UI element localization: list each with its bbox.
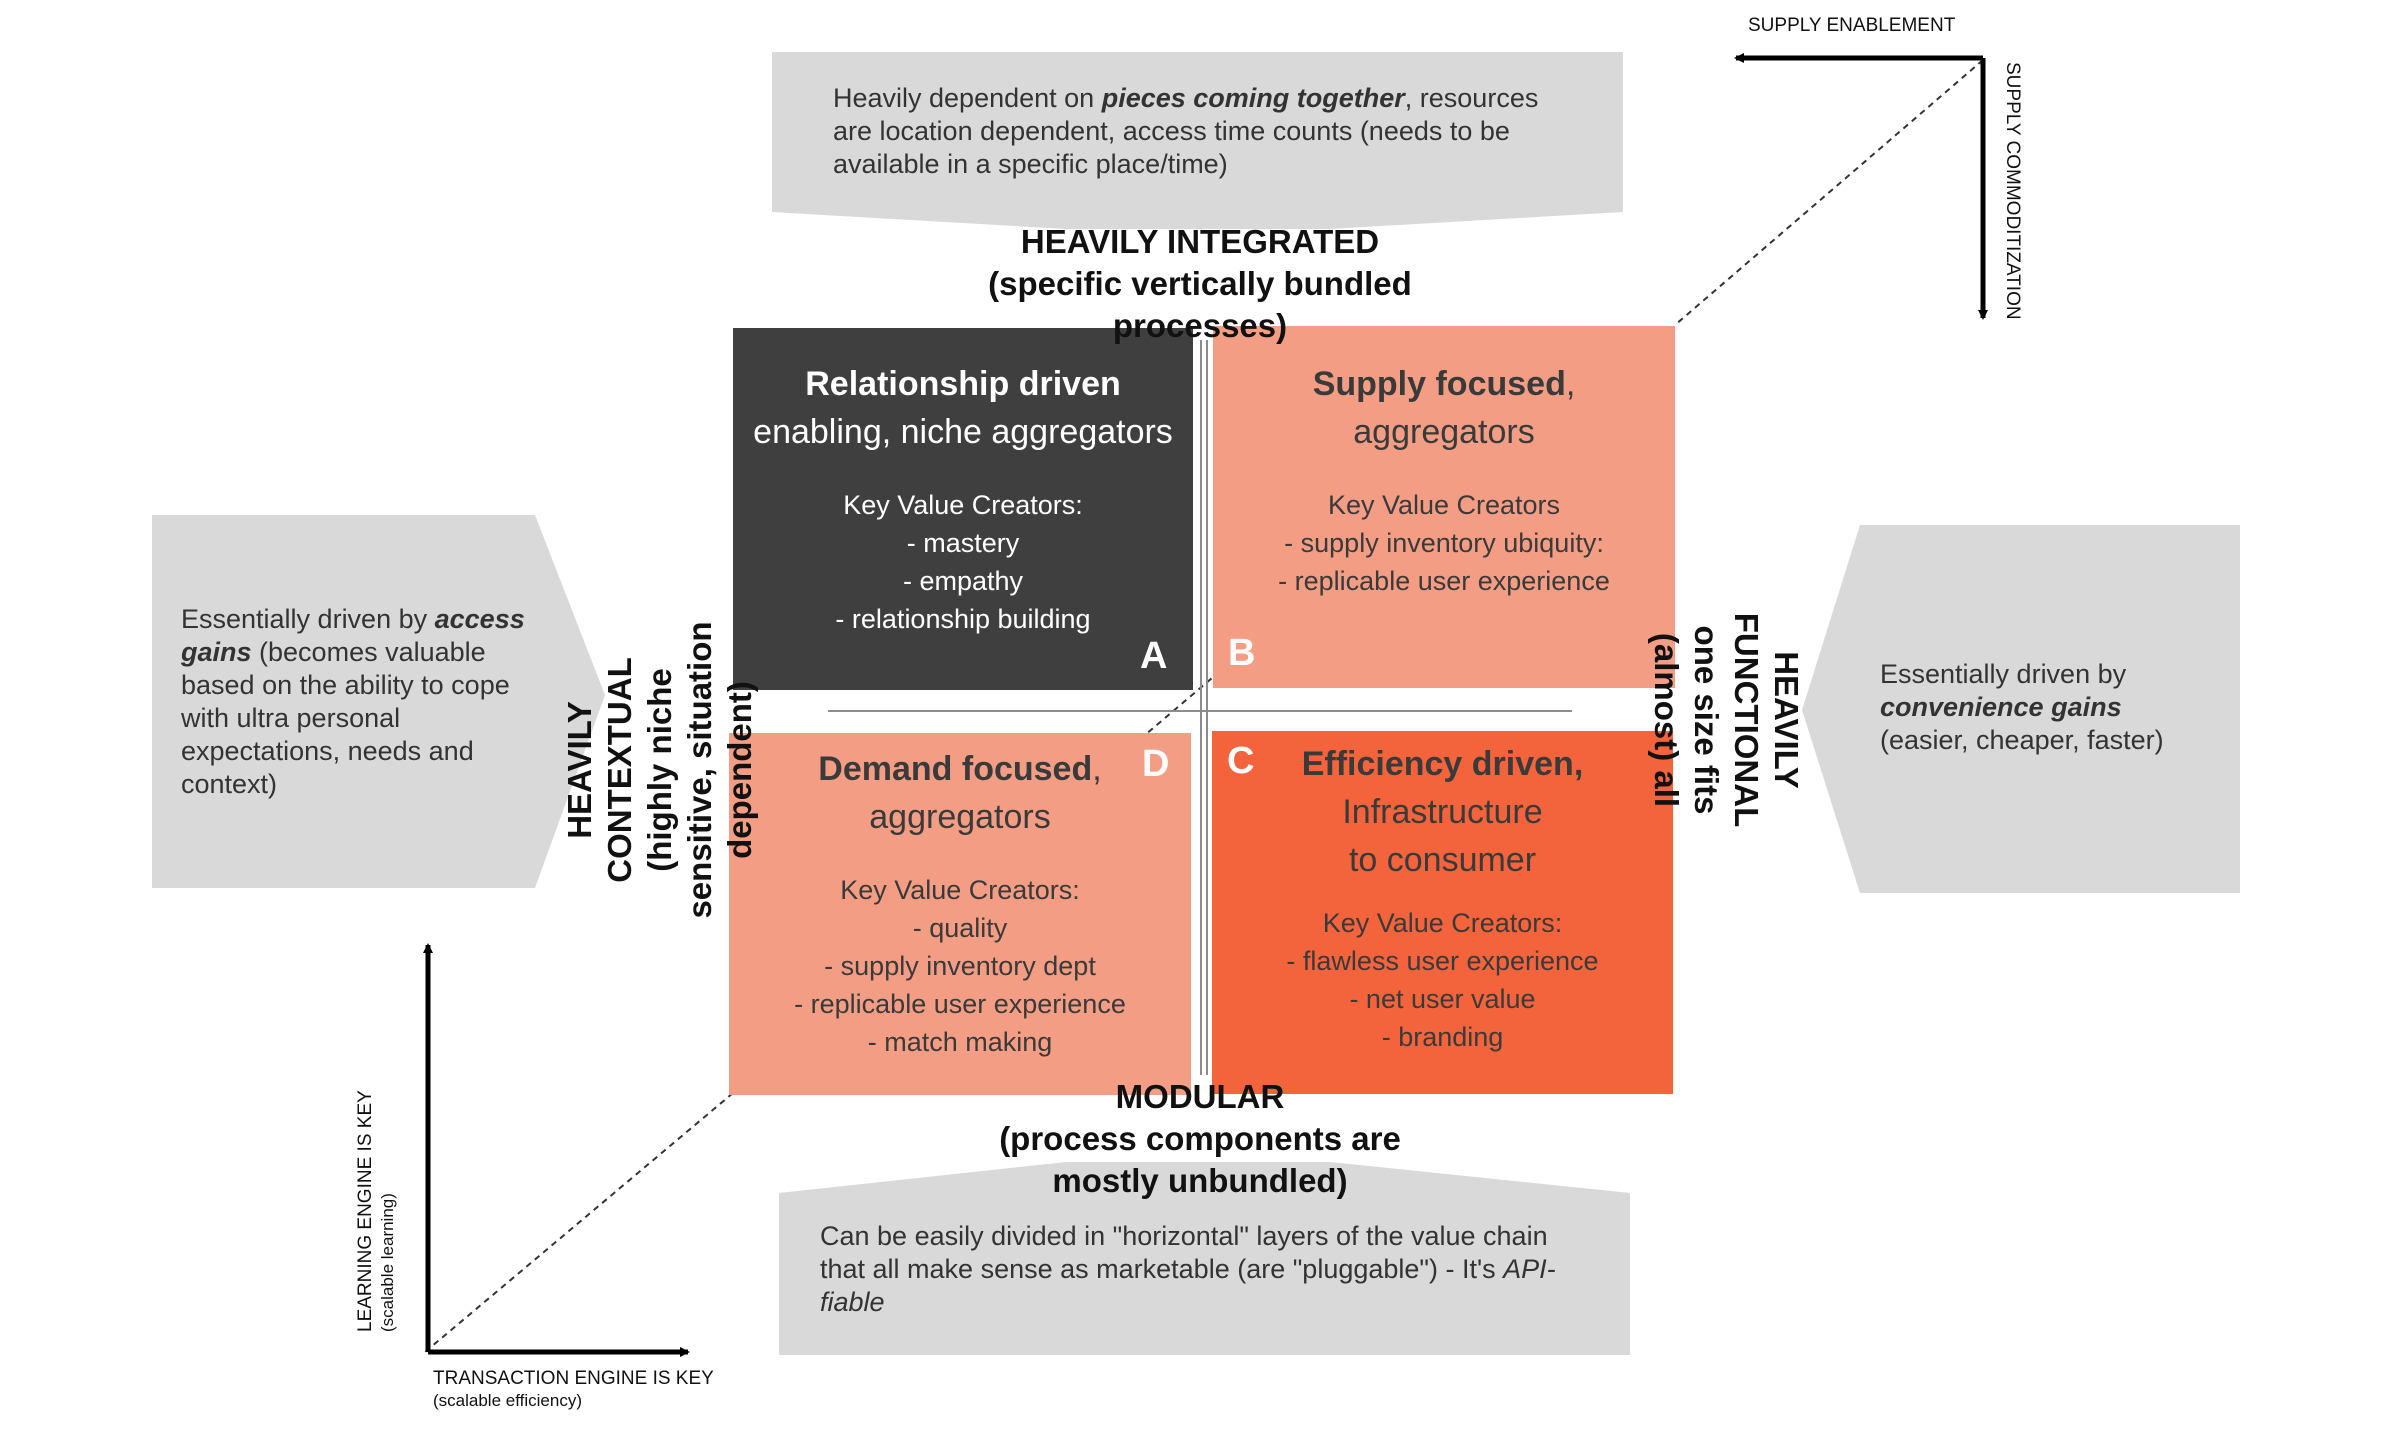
quadrant-b-kvc-item: - replicable user experience	[1278, 566, 1610, 596]
quadrant-d: Demand focused, aggregators Key Value Cr…	[729, 745, 1191, 1061]
quadrant-d-title-bold: Demand focused	[818, 750, 1093, 788]
quadrant-c-kvc: Key Value Creators: - flawless user expe…	[1212, 904, 1673, 1056]
right-callout-pre: Essentially driven by	[1880, 659, 2127, 689]
quadrant-a-letter: A	[1140, 635, 1168, 677]
left-axis-label-line2: CONTEXTUAL	[601, 657, 638, 883]
bottom-axis-label-line3: mostly unbundled)	[1052, 1162, 1348, 1199]
supply-enablement-label: SUPPLY ENABLEMENT	[1748, 15, 1956, 36]
right-axis-label-line2: FUNCTIONAL	[1728, 612, 1765, 828]
right-callout-shape	[1802, 525, 2240, 893]
transaction-engine-label-main: TRANSACTION ENGINE IS KEY	[433, 1368, 714, 1389]
bottom-callout-pre: Can be easily divided in "horizontal" la…	[820, 1221, 1548, 1284]
quadrant-d-letter: D	[1142, 743, 1170, 785]
transaction-engine-label-sub: (scalable efficiency)	[433, 1390, 582, 1410]
left-callout-text: Essentially driven by access gains (beco…	[181, 603, 546, 801]
left-callout-emphasis: access gains	[181, 604, 525, 667]
quadrant-b-letter: B	[1228, 632, 1256, 674]
quadrant-b-kvc-item: - supply inventory ubiquity:	[1284, 528, 1604, 558]
quadrant-a-box	[733, 328, 1193, 690]
quadrant-a: Relationship driven enabling, niche aggr…	[733, 360, 1193, 638]
left-callout-shape	[152, 515, 605, 888]
quadrant-c-kvc-item: - net user value	[1349, 984, 1536, 1014]
top-axis-label-line1: HEAVILY INTEGRATED	[1020, 223, 1380, 260]
bottom-axis-label: MODULAR (process components are mostly u…	[900, 1076, 1500, 1202]
left-callout-post: (becomes valuable based on the ability t…	[181, 636, 510, 799]
quadrant-a-kvc-item: - mastery	[906, 528, 1020, 558]
bottom-axis-label-line2: (process components are	[999, 1120, 1401, 1157]
learning-engine-label-main: LEARNING ENGINE IS KEY	[355, 1090, 376, 1332]
quadrant-b-kvc-header: Key Value Creators	[1327, 490, 1561, 520]
bottom-callout-text: Can be easily divided in "horizontal" la…	[820, 1220, 1600, 1319]
learning-engine-label: LEARNING ENGINE IS KEY (scalable learnin…	[355, 1090, 398, 1332]
transaction-engine-label: TRANSACTION ENGINE IS KEY (scalable effi…	[433, 1368, 714, 1411]
top-callout-pre: Heavily dependent on	[833, 83, 1102, 113]
quadrant-b-subtitle: aggregators	[1353, 413, 1535, 451]
quadrant-a-kvc: Key Value Creators: - mastery - empathy …	[733, 486, 1193, 638]
quadrant-d-kvc-item: - replicable user experience	[794, 989, 1126, 1019]
top-callout-emphasis: pieces coming together	[1101, 83, 1405, 113]
quadrant-d-kvc-item: - match making	[867, 1027, 1053, 1057]
quadrant-d-subtitle: aggregators	[869, 798, 1051, 836]
top-axis-label: HEAVILY INTEGRATED (specific vertically …	[900, 221, 1500, 347]
quadrant-c-kvc-item: - branding	[1381, 1022, 1504, 1052]
quadrant-d-kvc-item: - supply inventory dept	[824, 951, 1096, 981]
quadrant-b: Supply focused, aggregators Key Value Cr…	[1213, 360, 1675, 600]
quadrant-b-title-bold: Supply focused	[1312, 365, 1566, 403]
quadrant-b-kvc: Key Value Creators - supply inventory ub…	[1213, 486, 1675, 600]
quadrant-c-box	[1212, 731, 1673, 1094]
quadrant-c-title: Efficiency driven,	[1212, 740, 1673, 788]
quadrant-c-subtitle-2: to consumer	[1348, 841, 1537, 879]
left-axis-label-line1: HEAVILY	[561, 701, 598, 839]
quadrant-a-title: Relationship driven	[733, 360, 1193, 408]
quadrant-a-title-bold: Relationship driven	[805, 365, 1121, 403]
left-axis-label-line3: (highly niche	[641, 668, 678, 872]
quadrant-a-subtitle: enabling, niche aggregators	[753, 413, 1173, 451]
left-callout-pre: Essentially driven by	[181, 604, 435, 634]
dashed-guide-bottom-left	[424, 1092, 734, 1353]
quadrant-d-kvc-item: - quality	[912, 913, 1008, 943]
top-axis-label-line3: processes)	[1112, 307, 1288, 344]
quadrant-c: Efficiency driven, Infrastructure to con…	[1212, 740, 1673, 1056]
bottom-axis-label-line1: MODULAR	[1115, 1078, 1285, 1115]
quadrant-d-box	[729, 733, 1191, 1095]
quadrant-c-kvc-item: - flawless user experience	[1286, 946, 1599, 976]
quadrant-b-title: Supply focused,	[1213, 360, 1675, 408]
quadrant-d-title-rest: ,	[1092, 750, 1102, 788]
top-callout-shape	[772, 52, 1623, 229]
quadrant-c-kvc-header: Key Value Creators:	[1322, 908, 1563, 938]
left-axis-label-line4: sensitive, situation	[681, 621, 718, 919]
quadrant-d-kvc-header: Key Value Creators:	[840, 875, 1080, 905]
quadrant-c-title-bold: Efficiency driven,	[1301, 745, 1584, 783]
quadrant-a-kvc-header: Key Value Creators:	[843, 490, 1083, 520]
quadrant-a-kvc-item: - relationship building	[835, 604, 1091, 634]
quadrant-c-letter: C	[1227, 740, 1255, 782]
right-axis-label-line3: one size fits	[1688, 625, 1725, 815]
bottom-callout-shape	[779, 1162, 1630, 1355]
quadrant-b-box	[1213, 326, 1675, 688]
quadrant-a-kvc-item: - empathy	[902, 566, 1024, 596]
top-axis-label-line2: (specific vertically bundled	[988, 265, 1412, 302]
top-callout-text: Heavily dependent on pieces coming toget…	[833, 82, 1563, 181]
bottom-callout-emphasis: API-fiable	[820, 1253, 1556, 1317]
supply-commoditization-label: SUPPLY COMMODITIZATION	[2002, 62, 2023, 320]
quadrant-d-title: Demand focused,	[729, 745, 1191, 793]
quadrant-c-subtitle: Infrastructure	[1342, 793, 1543, 831]
learning-engine-label-sub: (scalable learning)	[377, 1193, 397, 1332]
dashed-guide-top-right	[1674, 59, 1984, 326]
right-callout-emphasis: convenience gains	[1880, 691, 2122, 722]
right-callout-post: (easier, cheaper, faster)	[1880, 724, 2164, 755]
right-callout-text: Essentially driven by convenience gains …	[1880, 658, 2215, 757]
right-axis-label-line1: HEAVILY	[1768, 651, 1805, 789]
top-callout-post: , resources are location dependent, acce…	[833, 83, 1539, 179]
quadrant-d-kvc: Key Value Creators: - quality - supply i…	[729, 871, 1191, 1061]
quadrant-b-title-rest: ,	[1565, 365, 1576, 403]
